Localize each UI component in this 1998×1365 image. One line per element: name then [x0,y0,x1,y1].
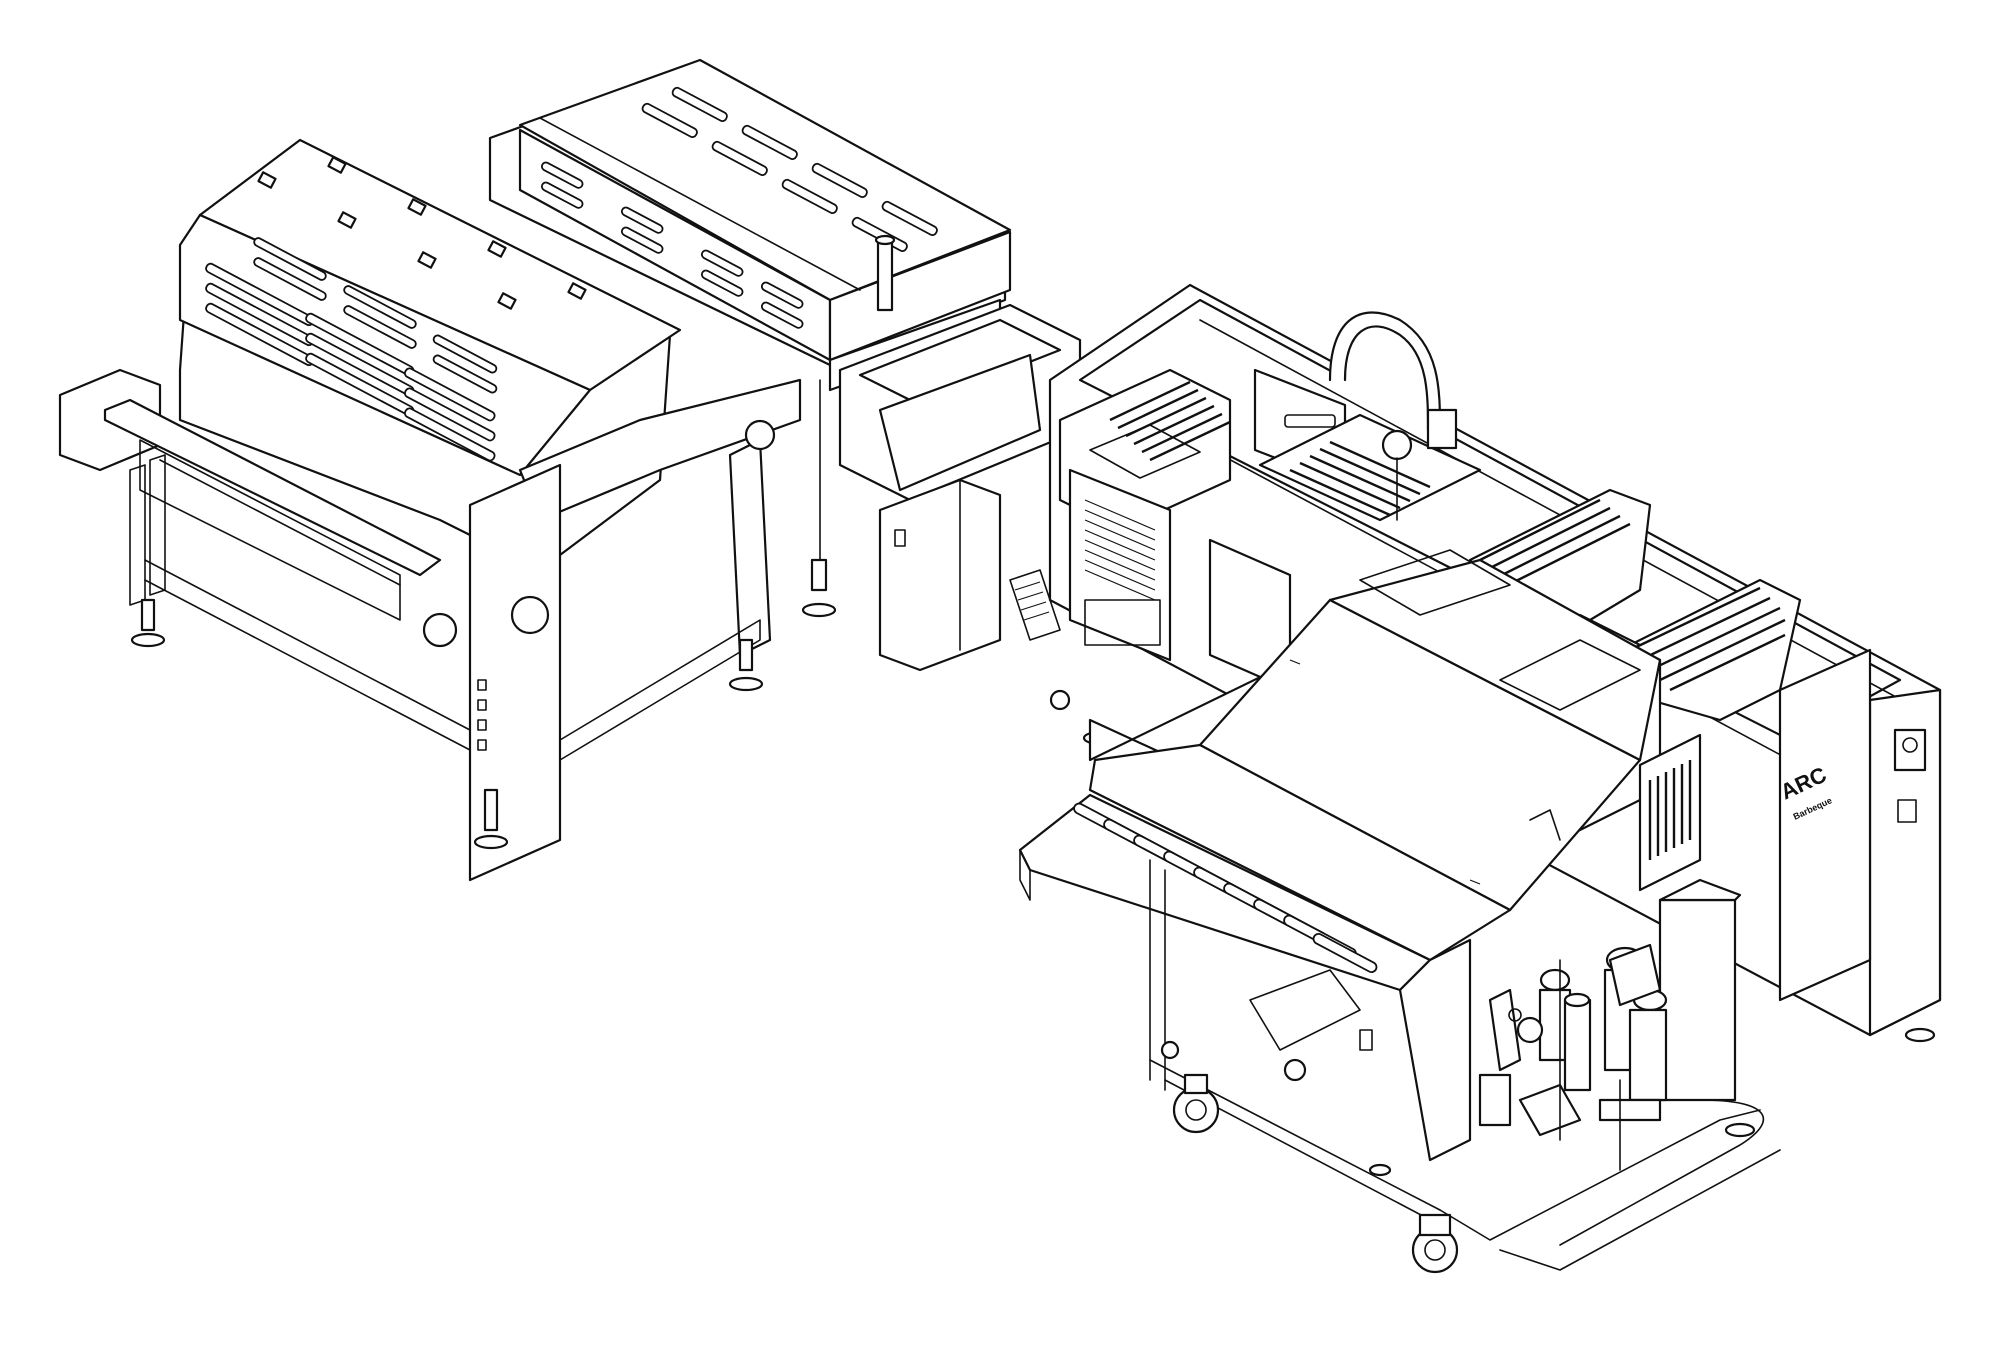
plumbing-assembly [1480,945,1666,1170]
transfer-section [840,305,1080,670]
front-loader-unit: ARC [60,140,800,880]
main-grill-unit: ARC Barbeque [1020,285,1940,1272]
rear-conveyor-unit [490,60,1010,616]
annotation-layer [1290,660,1480,884]
